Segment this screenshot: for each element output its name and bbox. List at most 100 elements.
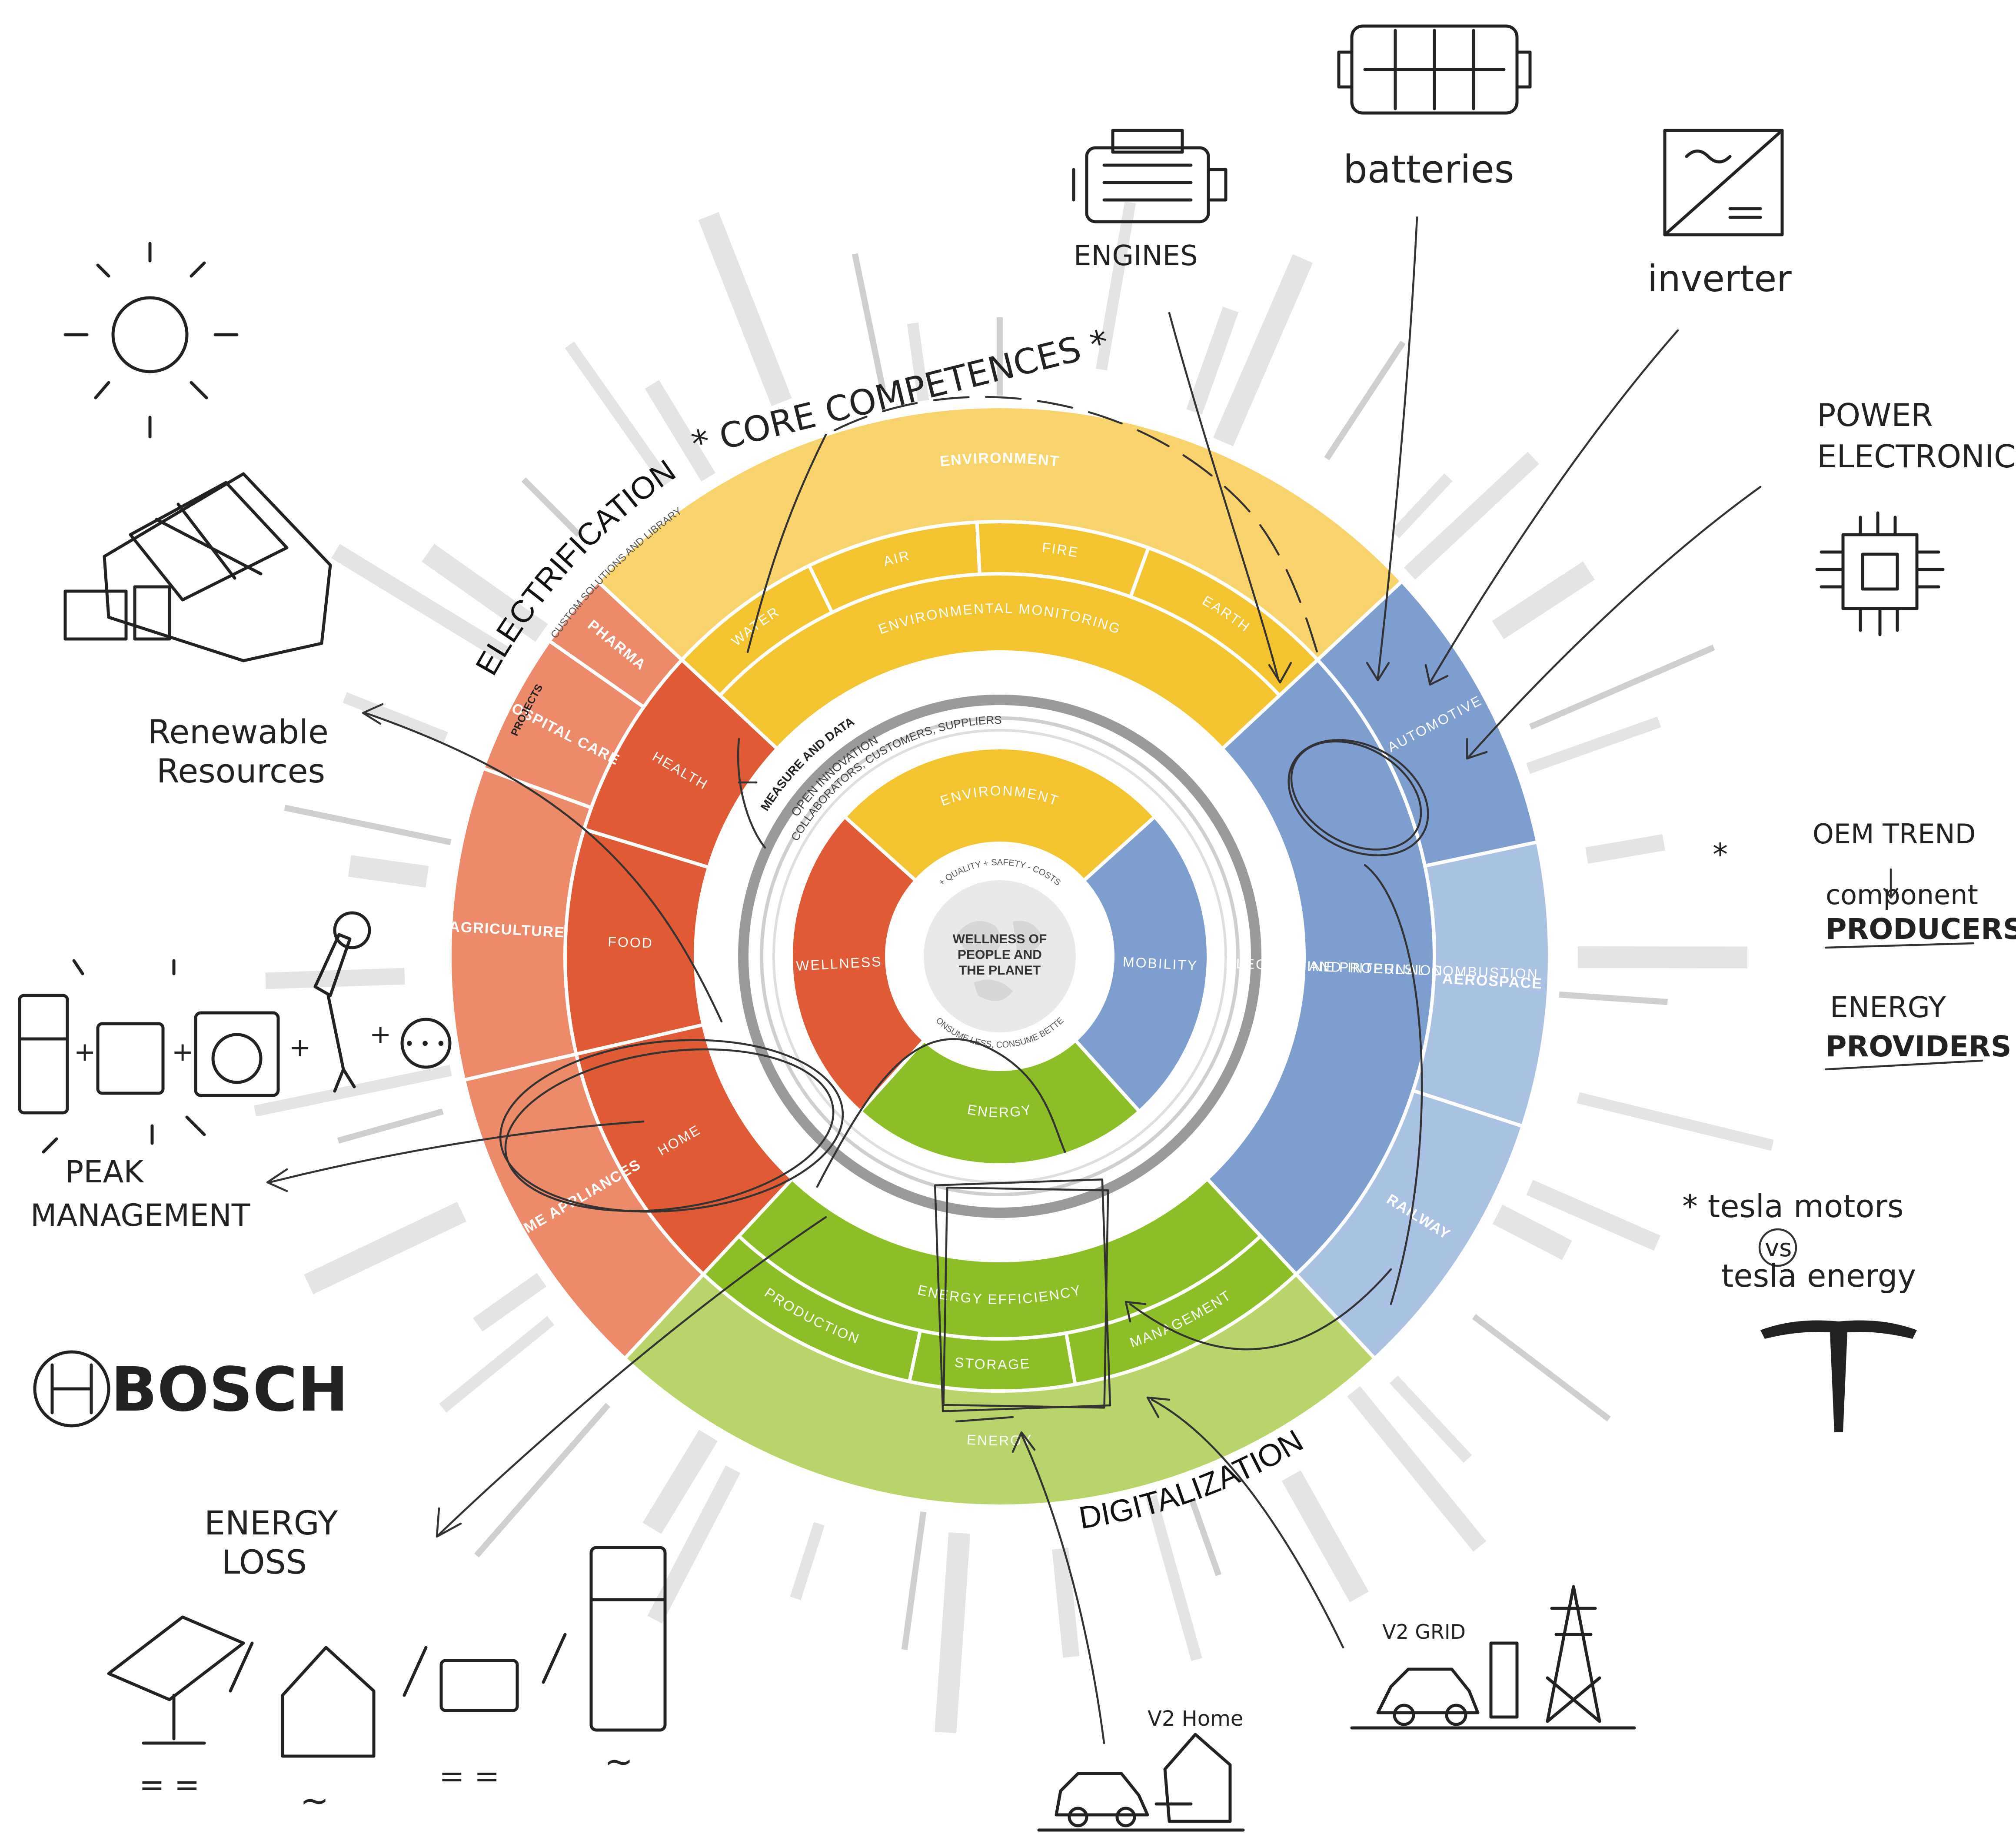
radial-bar [284,805,452,845]
radial-bar [439,1316,555,1413]
energy-loss-label-2: LOSS [222,1543,307,1581]
component-label: component [1826,879,1978,911]
radial-bar [1391,473,1453,539]
tesla-motors-label: * tesla motors [1682,1188,1904,1225]
radial-bar [1052,1547,1080,1658]
svg-text:+: + [172,1037,193,1067]
inverter-label: inverter [1647,257,1792,300]
pharma-segment [547,579,685,709]
radial-bar [473,1273,547,1332]
batteries-label: batteries [1343,147,1514,192]
radial-bar [304,1201,467,1295]
solar-house-icon [63,472,332,662]
radial-bar [1472,1314,1611,1422]
radial-bar [1324,340,1406,460]
svg-text:~: ~ [604,1741,633,1782]
radial-bar [1186,306,1239,415]
tesla-logo [1760,1320,1917,1432]
radial-background-bars [253,201,1774,1734]
radial-bar [645,380,715,482]
inner-ring [789,746,1210,1167]
annotation-arrows [266,216,1983,1744]
radial-bar [852,253,886,391]
tesla-energy-label: tesla energy [1721,1258,1916,1294]
energy-loss-label-1: ENERGY [204,1504,338,1542]
radial-bar [253,1065,452,1117]
radial-bar [331,544,511,662]
renewable-label-2: Resources [156,752,325,790]
radial-bar [348,855,429,888]
renewable-label-1: Renewable [148,712,329,751]
bosch-logo: BOSCH [33,1350,348,1428]
radial-bar [1281,1470,1369,1602]
energy-providers-label-2: PROVIDERS [1826,1030,2011,1063]
energy-providers-label-1: ENERGY [1830,991,1946,1024]
svg-text:= =: = = [439,1758,500,1794]
engine-icon [1072,129,1228,223]
radial-bar [1095,201,1136,371]
radial-bar [1389,1375,1472,1463]
inner-energy-segment [858,1038,1142,1167]
svg-text:+: + [369,1019,391,1050]
radial-bar [790,1522,825,1600]
energy-efficiency-segment [736,1176,1263,1341]
radial-bar [337,1108,444,1144]
oem-trend-label: OEM TREND [1813,818,1976,850]
sun-icon [63,242,239,439]
v2grid-icon [1350,1585,1636,1730]
radial-bar [474,1403,611,1557]
peak-label-2: MANAGEMENT [30,1198,250,1233]
engines-label: ENGINES [1074,240,1198,272]
bosch-text: BOSCH [111,1354,348,1425]
battery-icon [1337,24,1532,115]
radial-bar [1404,452,1539,580]
v2home-label: V2 Home [1148,1707,1243,1731]
radial-bar [647,1465,741,1624]
radial-bar [1529,644,1715,730]
v2grid-label: V2 GRID [1382,1620,1466,1644]
inner-mobility-segment [1073,814,1210,1114]
svg-text:~: ~ [300,1780,329,1821]
radial-bar [1526,716,1661,774]
radial-bar [1145,1494,1202,1661]
producers-label: PRODUCERS [1826,912,2016,946]
radial-bar [565,341,672,487]
radial-bar [1189,1500,1222,1576]
radial-bar [1577,1092,1774,1151]
asterisk-mark: * [1713,837,1728,872]
radial-bar [343,692,448,743]
chip-icon [1815,511,1945,636]
inner-wellness-segment [789,814,927,1114]
radial-bar [1213,254,1313,446]
svg-text:+: + [289,1032,311,1063]
power-electronics-label-2: ELECTRONICS [1817,438,2016,475]
radial-bar [1492,1205,1572,1260]
inverter-icon [1663,129,1784,236]
radial-bar [642,1430,718,1534]
svg-text:• • •: • • • [404,1034,446,1054]
power-electronics-label-1: POWER [1817,397,1933,433]
radial-bar [1526,1180,1660,1251]
radial-bar [1347,1386,1487,1552]
svg-text:+: + [74,1037,96,1067]
radial-bar [422,544,548,642]
radial-bar [521,477,581,537]
storage-label: STORAGE [954,1354,1031,1372]
environmental-monitoring-segment [717,572,1282,752]
radial-bar [1559,992,1668,1005]
svg-text:= =: = = [139,1767,200,1803]
radial-bar [901,1511,927,1650]
tesla-vs-label: vs [1765,1234,1792,1262]
radial-bar [698,212,792,406]
v2home-icon [1037,1733,1245,1832]
appliances-icons: + + + + • • • [18,911,452,1154]
peak-label-1: PEAK [65,1154,144,1190]
radial-bar [1577,946,1748,968]
energy-loss-icons: = = ~ = = ~ [107,1546,667,1821]
food-label: FOOD [608,934,654,951]
radial-bar [1492,561,1595,639]
inner-environment-segment [842,746,1158,883]
radial-bar [907,322,929,402]
